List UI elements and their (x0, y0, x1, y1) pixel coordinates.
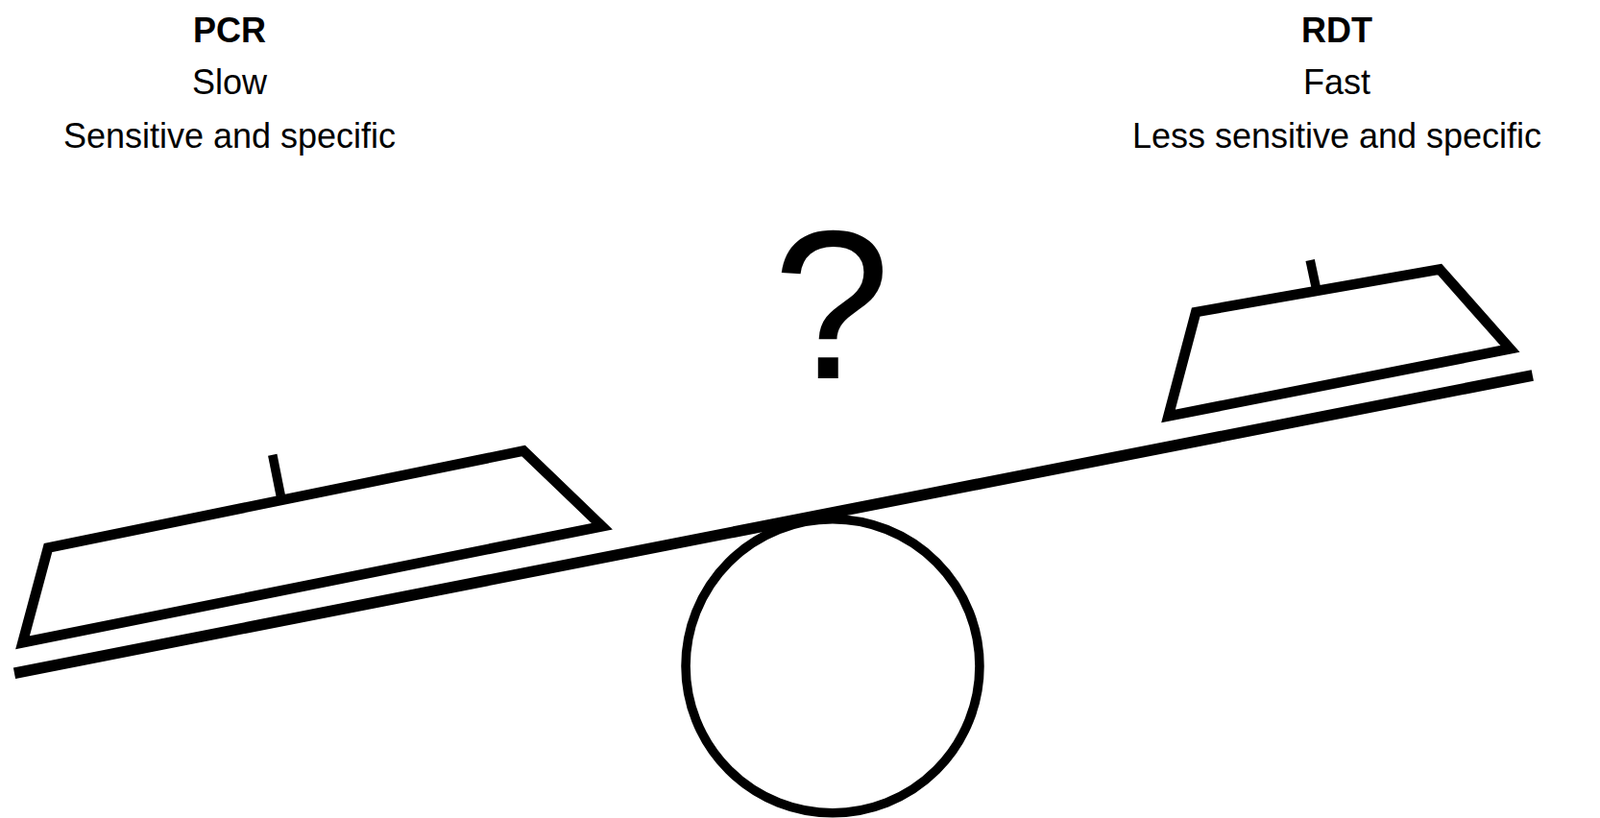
right-pan-handle (1309, 260, 1316, 290)
right-pan (1168, 268, 1511, 416)
seesaw-beam (14, 375, 1533, 674)
method-accuracy: Less sensitive and specific (1132, 119, 1542, 154)
question-mark: ? (773, 199, 891, 412)
method-name: PCR (193, 13, 267, 49)
fulcrum-circle (685, 519, 980, 814)
method-accuracy: Sensitive and specific (63, 119, 396, 154)
method-speed: Fast (1303, 65, 1371, 100)
method-speed: Slow (192, 65, 267, 100)
left-pan-handle (272, 455, 281, 496)
left-pan (22, 451, 602, 644)
method-name: RDT (1301, 13, 1373, 49)
